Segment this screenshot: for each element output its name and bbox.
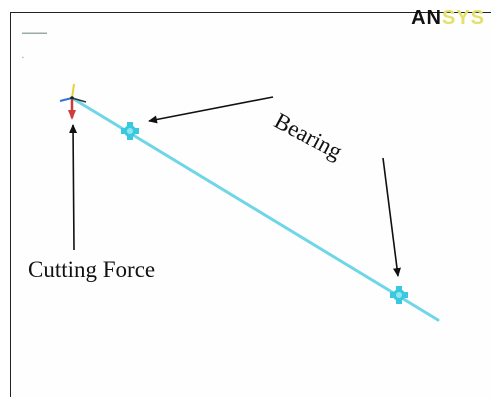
- bearing-arrow-left: [148, 96, 274, 124]
- coordinate-triad-icon: [59, 83, 87, 103]
- bearing-support-icon: [390, 286, 408, 304]
- viewport-info-line: ▬▬▬▬▬: [22, 30, 47, 36]
- cutting-force-label: Cutting Force: [28, 257, 156, 282]
- bearing-support-icon: [121, 122, 139, 140]
- logo-text: AN: [411, 7, 442, 29]
- bearing-arrow-right: [382, 157, 401, 277]
- graphics-viewport[interactable]: [10, 12, 491, 397]
- logo-suffix: SYS: [441, 7, 485, 29]
- force-arrow-icon: [68, 100, 76, 120]
- viewport-info-mark: ▪: [22, 55, 24, 61]
- ansys-logo: ANSYS: [411, 7, 485, 30]
- cutting-force-arrow: [69, 124, 78, 251]
